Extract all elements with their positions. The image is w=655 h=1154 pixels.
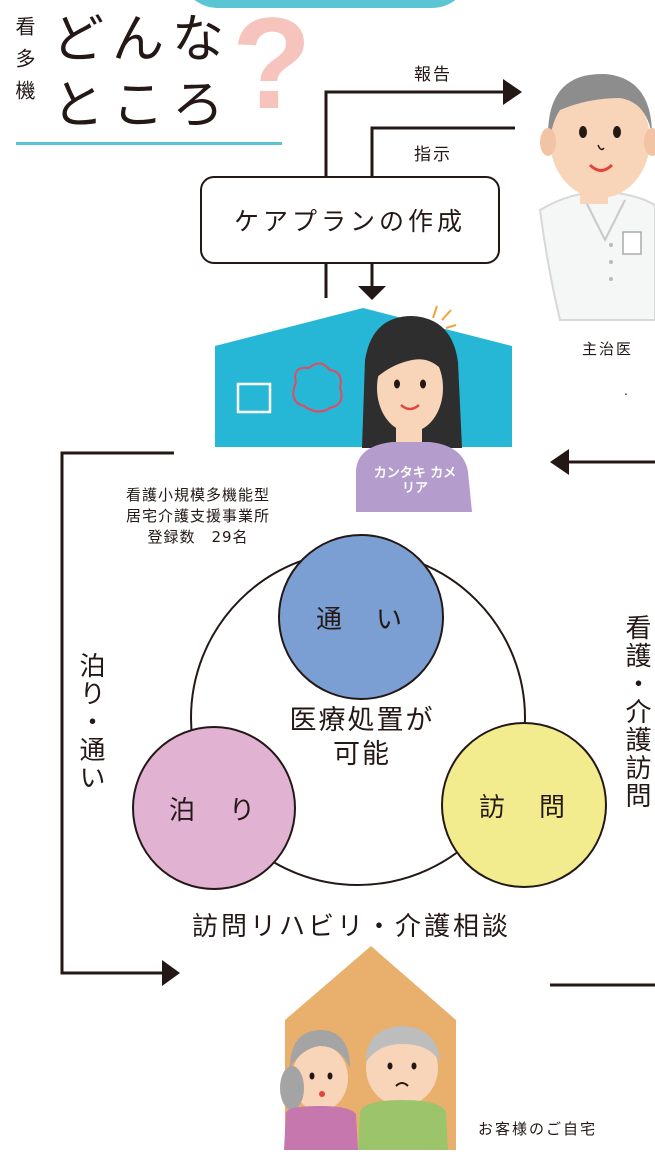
left-side-label: 泊り・通い bbox=[75, 652, 105, 792]
center-text-line-1: 医療処置が bbox=[289, 705, 435, 736]
day-service-circle: 通 い bbox=[278, 534, 444, 700]
instruction-label: 指示 bbox=[414, 145, 452, 165]
left-loop-arrowhead bbox=[162, 960, 180, 986]
home-label: お客様のご自宅 bbox=[478, 1120, 598, 1138]
day-service-label: 通 い bbox=[315, 604, 406, 635]
title-vertical-label: 看多機 bbox=[12, 16, 36, 112]
care-plan-label: ケアプランの作成 bbox=[233, 207, 466, 236]
office-description-line-2: 居宅介護支援事業所 bbox=[125, 507, 270, 525]
left-loop-line bbox=[60, 451, 174, 975]
home-illustration bbox=[280, 946, 456, 1150]
stay-service-label: 泊 り bbox=[168, 795, 259, 826]
instruction-line bbox=[370, 126, 515, 180]
doctor-dot: . bbox=[624, 384, 628, 398]
doctor-illustration bbox=[538, 73, 655, 321]
report-label: 報告 bbox=[414, 65, 452, 85]
title-line-2: ところ bbox=[52, 76, 233, 136]
rehab-consult-label: 訪問リハビリ・介護相談 bbox=[192, 912, 512, 942]
title-underline bbox=[16, 142, 282, 145]
visit-service-circle: 訪 問 bbox=[441, 722, 607, 888]
top-decoration bbox=[180, 0, 470, 8]
staff-badge: カンタキ カメリア bbox=[373, 466, 457, 496]
report-arrowhead bbox=[503, 79, 522, 105]
staff-illustration bbox=[356, 305, 472, 512]
center-text-line-2: 可能 bbox=[333, 739, 391, 770]
office-description: 看護小規模多機能型 居宅介護支援事業所 登録数 29名 bbox=[98, 485, 298, 548]
stay-service-circle: 泊 り bbox=[132, 726, 296, 890]
report-arrow-line bbox=[324, 90, 505, 180]
center-text: 医療処置が 可能 bbox=[262, 704, 462, 772]
visit-service-label: 訪 問 bbox=[478, 792, 569, 823]
title-question-mark: ? bbox=[232, 0, 312, 136]
right-side-label: 看護・介護訪問 bbox=[621, 614, 651, 810]
doctor-label: 主治医 bbox=[582, 340, 634, 358]
care-plan-down-arrowhead bbox=[358, 286, 386, 300]
office-description-line-1: 看護小規模多機能型 bbox=[125, 486, 270, 504]
care-plan-box: ケアプランの作成 bbox=[200, 176, 500, 264]
right-return-arrowhead bbox=[550, 449, 569, 475]
title-line-1: どんな bbox=[52, 10, 233, 70]
office-description-line-3: 登録数 29名 bbox=[147, 528, 249, 546]
